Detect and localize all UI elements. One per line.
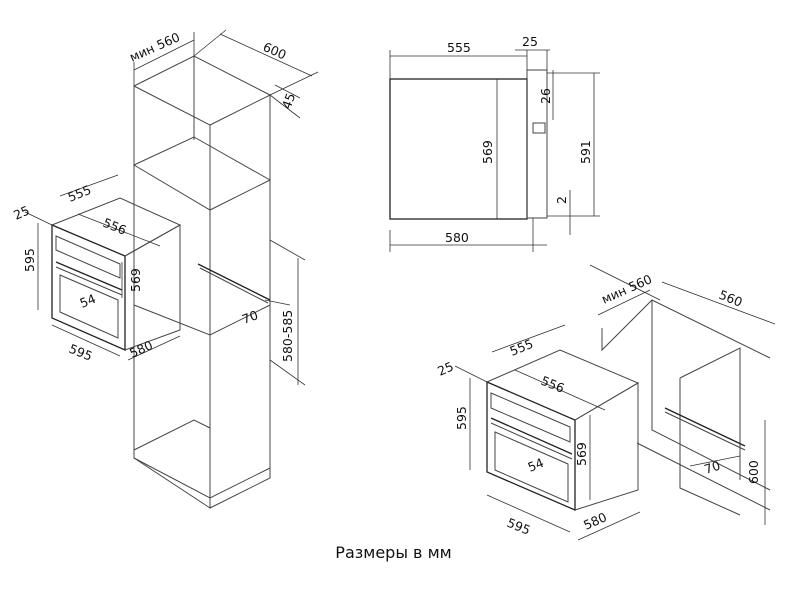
undercounter-cabinet-drawing (589, 264, 776, 525)
side-view-drawing (389, 49, 600, 252)
label-left-front: 25 (11, 203, 32, 223)
label-left-body-height: 569 (128, 268, 143, 292)
label-tall-depth: 600 (261, 39, 289, 62)
label-right-height: 595 (454, 406, 469, 430)
label-side-total-height: 591 (578, 140, 593, 164)
label-under-niche-height: 600 (746, 460, 761, 484)
label-side-body-height: 569 (480, 140, 495, 164)
caption: Размеры в мм (335, 543, 452, 562)
label-right-body-depth: 580 (581, 509, 609, 532)
label-tall-vent: 70 (240, 307, 260, 327)
tall-cabinet-drawing (133, 29, 319, 509)
label-side-top-gap: 26 (538, 88, 553, 104)
label-left-height: 595 (22, 248, 37, 272)
label-under-vent: 70 (702, 458, 722, 477)
label-under-depth: 560 (717, 287, 745, 310)
label-left-inner-width: 556 (101, 215, 129, 238)
label-right-front: 25 (435, 359, 456, 379)
oven-left-drawing (24, 174, 182, 361)
label-right-handle: 54 (526, 455, 546, 475)
label-left-front-width: 595 (67, 341, 95, 364)
label-right-front-width: 595 (505, 515, 533, 538)
label-side-bottom-gap: 2 (554, 196, 569, 204)
label-side-front: 25 (522, 34, 538, 49)
label-right-inner-width: 556 (539, 373, 567, 396)
label-side-total-depth: 580 (445, 230, 469, 245)
label-tall-niche-height: 580-585 (280, 310, 295, 362)
label-left-handle: 54 (78, 291, 98, 311)
label-tall-top-offset: 45 (279, 91, 299, 111)
oven-right-drawing (454, 324, 641, 541)
label-right-depth-body: 555 (508, 336, 536, 359)
label-right-body-height: 569 (574, 442, 589, 466)
label-side-depth-body: 555 (447, 40, 471, 55)
